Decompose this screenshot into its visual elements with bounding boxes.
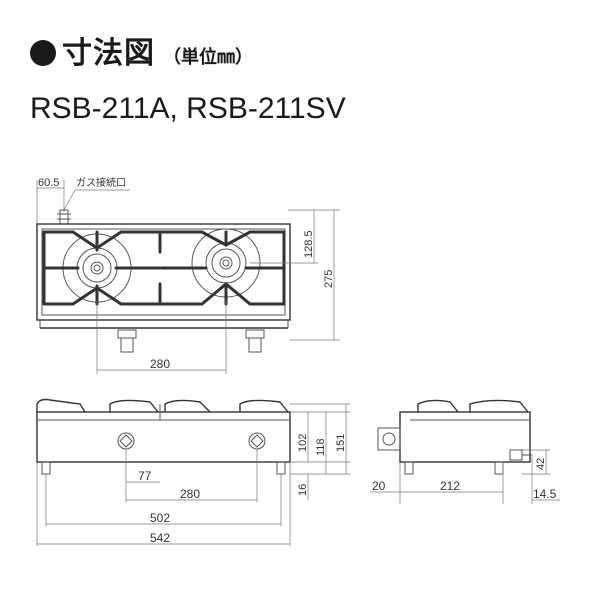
dim-top-depth: 275 bbox=[323, 270, 335, 288]
dim-burner-to-front: 128.5 bbox=[303, 230, 315, 258]
model-numbers: RSB-211A, RSB-211SV bbox=[30, 92, 346, 125]
side-knob bbox=[377, 427, 401, 451]
bullet-icon bbox=[30, 40, 56, 66]
burner-right bbox=[160, 228, 286, 306]
dim-leg-height: 16 bbox=[297, 484, 309, 496]
side-view: 20 212 14.5 42 bbox=[370, 399, 560, 504]
dim-total-height: 151 bbox=[335, 434, 347, 452]
front-knob-right bbox=[248, 432, 266, 450]
unit-text: （単位㎜） bbox=[163, 47, 253, 68]
front-body-outline bbox=[36, 411, 291, 463]
page-title: 寸法図 （単位㎜） bbox=[30, 28, 253, 72]
dim-inlet-height: 42 bbox=[535, 458, 547, 470]
dim-top-center-distance: 280 bbox=[150, 357, 170, 371]
gas-inlet-icon bbox=[57, 209, 71, 225]
gas-inlet-label: ガス接続口 bbox=[76, 176, 126, 189]
dim-grate-height: 118 bbox=[315, 438, 327, 456]
dim-gas-inlet-offset: 60.5 bbox=[38, 177, 59, 189]
title-text: 寸法図 bbox=[62, 36, 155, 71]
top-view: 60.5 ガス接続口 bbox=[36, 176, 340, 374]
dim-rear-offset: 20 bbox=[372, 479, 386, 493]
front-knob-left bbox=[117, 432, 135, 450]
dim-total-width: 542 bbox=[150, 531, 170, 545]
front-view: 102 118 151 16 77 280 502 542 bbox=[36, 398, 350, 546]
top-body-outline bbox=[36, 223, 291, 321]
dim-inner-width: 502 bbox=[150, 511, 170, 525]
knob-right bbox=[245, 329, 265, 353]
dim-side-depth: 212 bbox=[440, 479, 460, 493]
knob-left bbox=[117, 329, 137, 353]
side-gas-inlet-icon bbox=[509, 449, 532, 461]
dim-front-offset: 14.5 bbox=[533, 487, 557, 501]
dim-front-center-distance: 280 bbox=[180, 487, 200, 501]
dim-left-offset: 77 bbox=[138, 469, 152, 483]
burner-left bbox=[42, 230, 162, 306]
dim-body-height: 102 bbox=[297, 434, 309, 452]
